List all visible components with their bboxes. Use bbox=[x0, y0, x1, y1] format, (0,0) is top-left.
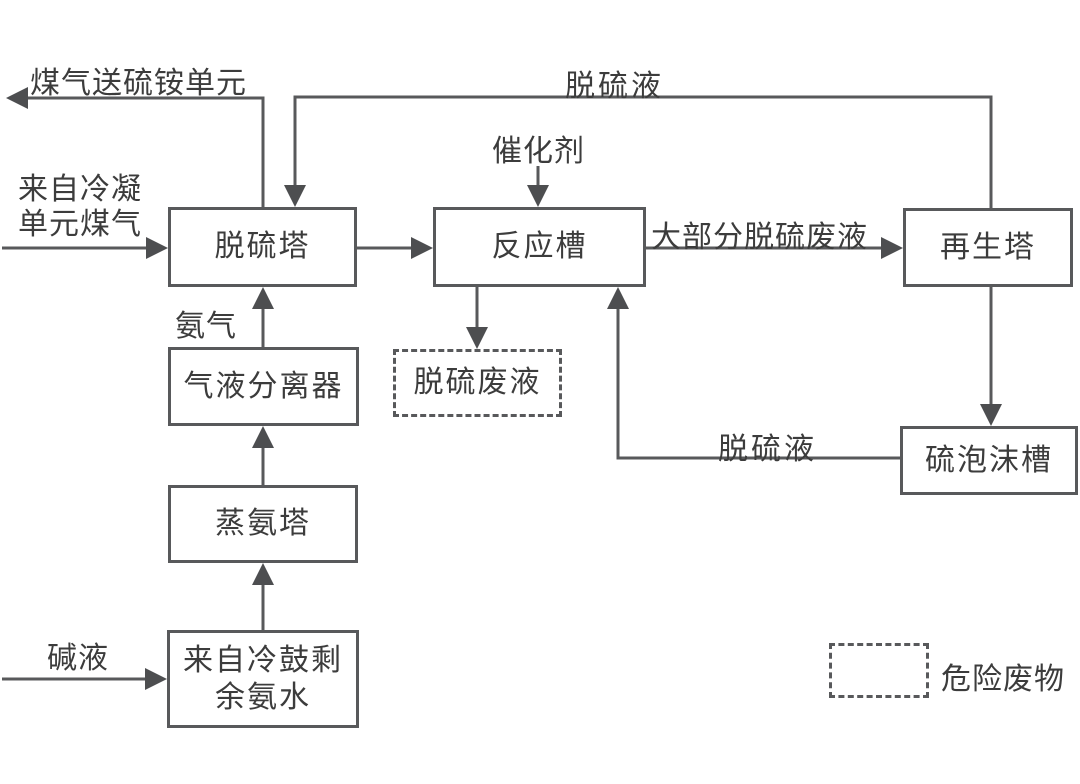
arrow-gas-to-ammonium-sulfate-unit bbox=[6, 87, 265, 207]
label-gas-from-condensation-unit: 来自冷凝 单元煤气 bbox=[18, 173, 142, 242]
node-label: 再生塔 bbox=[940, 230, 1036, 264]
label-desulfurization-liquid-return: 脱硫液 bbox=[718, 433, 817, 466]
node-desulfurization-tower: 脱硫塔 bbox=[168, 207, 357, 287]
node-label: 蒸氨塔 bbox=[215, 507, 311, 541]
label-gas-to-ammonium-sulfate-unit: 煤气送硫铵单元 bbox=[30, 67, 247, 100]
label-alkali-liquid: 碱液 bbox=[47, 642, 109, 675]
node-label: 气液分离器 bbox=[183, 369, 344, 403]
node-label: 反应槽 bbox=[491, 230, 588, 264]
node-gas-liquid-separator: 气液分离器 bbox=[168, 347, 359, 426]
node-label: 脱硫废液 bbox=[413, 366, 542, 400]
arrow-desulfurization-liquid-to-tower bbox=[284, 95, 993, 208]
label-catalyst: 催化剂 bbox=[492, 135, 585, 168]
node-sulfur-foam-tank: 硫泡沫槽 bbox=[900, 426, 1078, 495]
node-ammonia-still: 蒸氨塔 bbox=[168, 485, 358, 563]
node-desulfurization-waste-liquid: 脱硫废液 bbox=[393, 349, 562, 417]
arrow-sulfur-foam-tank-to-reaction-tank bbox=[607, 287, 900, 460]
legend-hazardous-waste-label: 危险废物 bbox=[941, 663, 1065, 696]
node-regeneration-tower: 再生塔 bbox=[903, 208, 1073, 287]
label-desulfurization-liquid-top: 脱硫液 bbox=[565, 70, 664, 103]
node-reaction-tank: 反应槽 bbox=[433, 207, 646, 287]
label-ammonia-gas: 氨气 bbox=[175, 310, 237, 343]
node-label: 脱硫塔 bbox=[214, 230, 311, 264]
label-most-desulfurization-waste: 大部分脱硫废液 bbox=[651, 221, 868, 254]
legend-hazardous-waste-box bbox=[829, 643, 929, 698]
node-label: 硫泡沫槽 bbox=[925, 443, 1053, 477]
node-ammonia-water-from-cold-drum: 来自冷鼓剩 余氨水 bbox=[167, 630, 359, 728]
node-label: 来自冷鼓剩 余氨水 bbox=[183, 643, 343, 715]
